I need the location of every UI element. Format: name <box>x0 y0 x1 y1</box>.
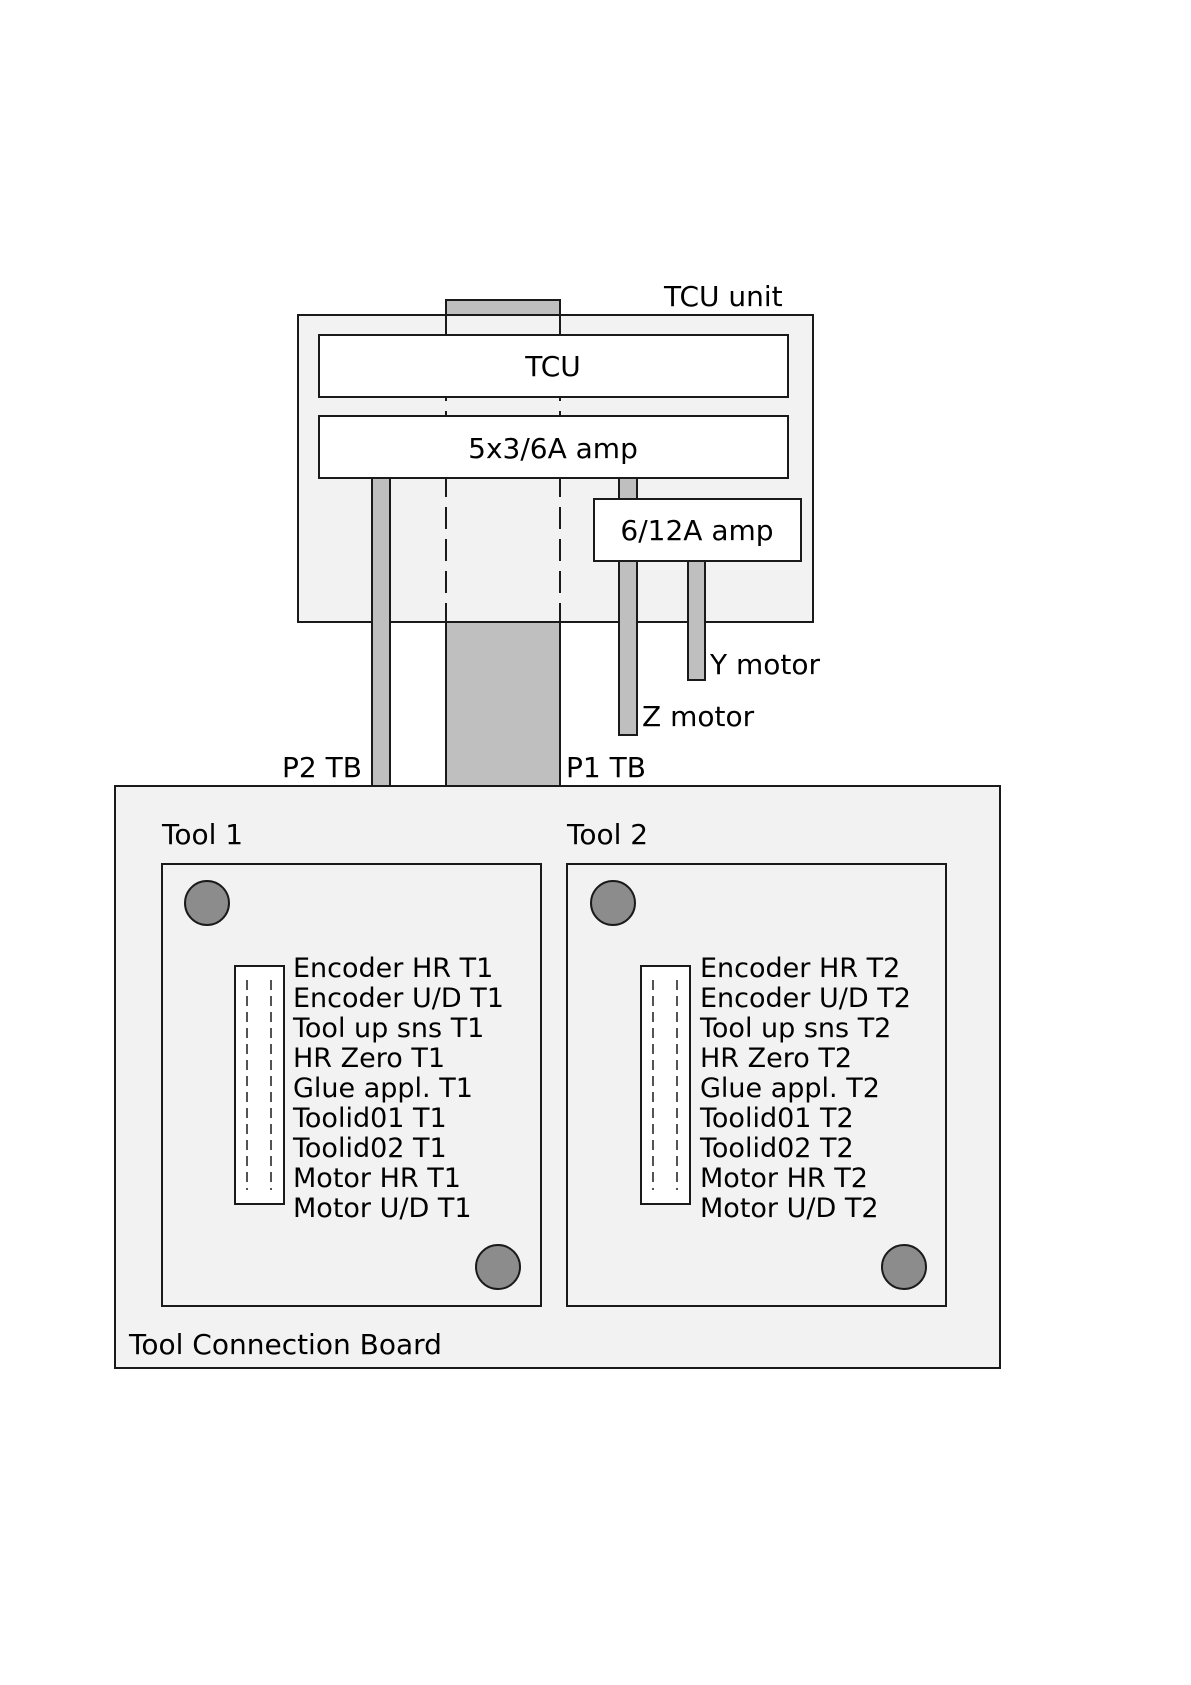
tool-1-signal-list: Encoder HR T1 Encoder U/D T1 Tool up sns… <box>292 953 504 1224</box>
tool-1-label: Tool 1 <box>161 818 243 851</box>
tool-1-signal: Encoder U/D T1 <box>293 983 504 1014</box>
tool-2-signal: Motor U/D T2 <box>700 1193 879 1224</box>
amp-5x3-board <box>318 415 789 479</box>
tool-1-signal: Motor U/D T1 <box>293 1193 472 1224</box>
tool-1-mount-hole-top <box>184 880 230 926</box>
tool-2-signal: Toolid02 T2 <box>699 1133 854 1164</box>
tool-2-label: Tool 2 <box>566 818 648 851</box>
y-motor-cable <box>687 560 706 681</box>
tool-2-connector <box>640 965 691 1205</box>
y-motor-label: Y motor <box>709 648 821 681</box>
tool-1-signal: Toolid01 T1 <box>292 1103 447 1134</box>
tool-connection-board-label: Tool Connection Board <box>128 1328 442 1361</box>
amp-5x3-label: 5x3/6A amp <box>468 432 638 465</box>
tool-1-signal: Toolid02 T1 <box>292 1133 447 1164</box>
amp-6-12-label: 6/12A amp <box>620 514 773 547</box>
tool-2-mount-hole-top <box>590 880 636 926</box>
tool-1-signal: Encoder HR T1 <box>293 953 493 984</box>
p1-ribbon-cable <box>445 621 561 787</box>
tool-2-signal: Toolid01 T2 <box>699 1103 854 1134</box>
tcu-board-label: TCU <box>524 350 581 383</box>
p2-tb-label: P2 TB <box>282 751 362 784</box>
tcu-board <box>318 334 789 398</box>
tool-2-signal: Encoder HR T2 <box>700 953 900 984</box>
tool-2-signal-list: Encoder HR T2 Encoder U/D T2 Tool up sns… <box>699 953 911 1224</box>
tcu-unit-label: TCU unit <box>663 280 783 313</box>
amp-6-12-board <box>593 498 802 562</box>
z-motor-label: Z motor <box>642 700 755 733</box>
tool-2-signal: Tool up sns T2 <box>699 1013 891 1044</box>
tool-1-connector <box>234 965 285 1205</box>
ribbon-cable-top-cap <box>445 299 561 316</box>
tool-1-signal: Motor HR T1 <box>293 1163 461 1194</box>
tool-1-panel <box>161 863 542 1307</box>
tool-2-signal: Glue appl. T2 <box>700 1073 880 1104</box>
tool-1-mount-hole-bottom <box>475 1244 521 1290</box>
p2-cable <box>371 477 391 787</box>
tool-1-signal: Tool up sns T1 <box>292 1013 484 1044</box>
tool-2-signal: Encoder U/D T2 <box>700 983 911 1014</box>
tool-2-panel <box>566 863 947 1307</box>
tool-1-signal: Glue appl. T1 <box>293 1073 473 1104</box>
tool-2-signal: Motor HR T2 <box>700 1163 868 1194</box>
p1-tb-label: P1 TB <box>566 751 646 784</box>
tool-2-signal: HR Zero T2 <box>700 1043 852 1074</box>
tool-1-signal: HR Zero T1 <box>293 1043 445 1074</box>
tool-2-mount-hole-bottom <box>881 1244 927 1290</box>
